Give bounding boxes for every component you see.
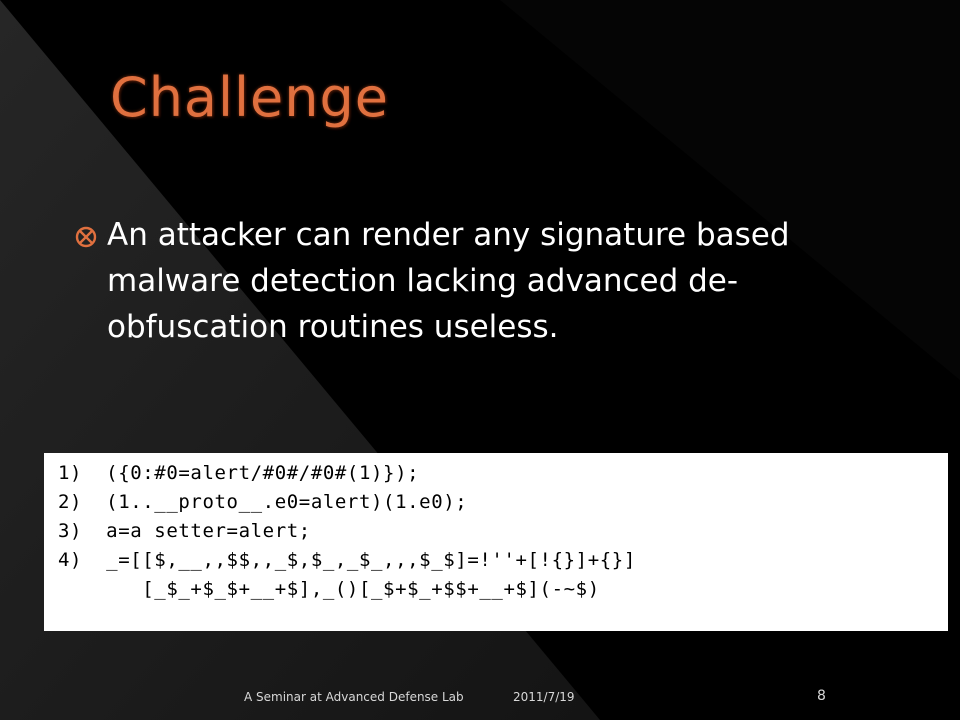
code-line: 2) (1..__proto__.e0=alert)(1.e0);: [58, 491, 468, 513]
code-line: 1) ({0:#0=alert/#0#/#0#(1)});: [58, 462, 420, 484]
page-number: 8: [817, 688, 826, 704]
code-line: 4) _=[[$,__,,$$,,_$,$_,_$_,,,$_$]=!''+[!…: [58, 549, 636, 571]
code-line: 3) a=a setter=alert;: [58, 520, 311, 542]
footer-seminar-text: A Seminar at Advanced Defense Lab: [244, 690, 464, 704]
footer-date: 2011/7/19: [513, 690, 575, 704]
slide-title: Challenge: [110, 66, 389, 129]
code-example-box: 1) ({0:#0=alert/#0#/#0#(1)}); 2) (1..__p…: [44, 453, 948, 631]
code-line: [_$_+$_$+__+$],_()[_$+$_+$$+__+$](-~$): [58, 578, 600, 600]
slide-footer: A Seminar at Advanced Defense Lab 2011/7…: [0, 688, 960, 710]
circled-cross-bullet-icon: [75, 226, 97, 248]
bullet-text: An attacker can render any signature bas…: [107, 217, 790, 345]
